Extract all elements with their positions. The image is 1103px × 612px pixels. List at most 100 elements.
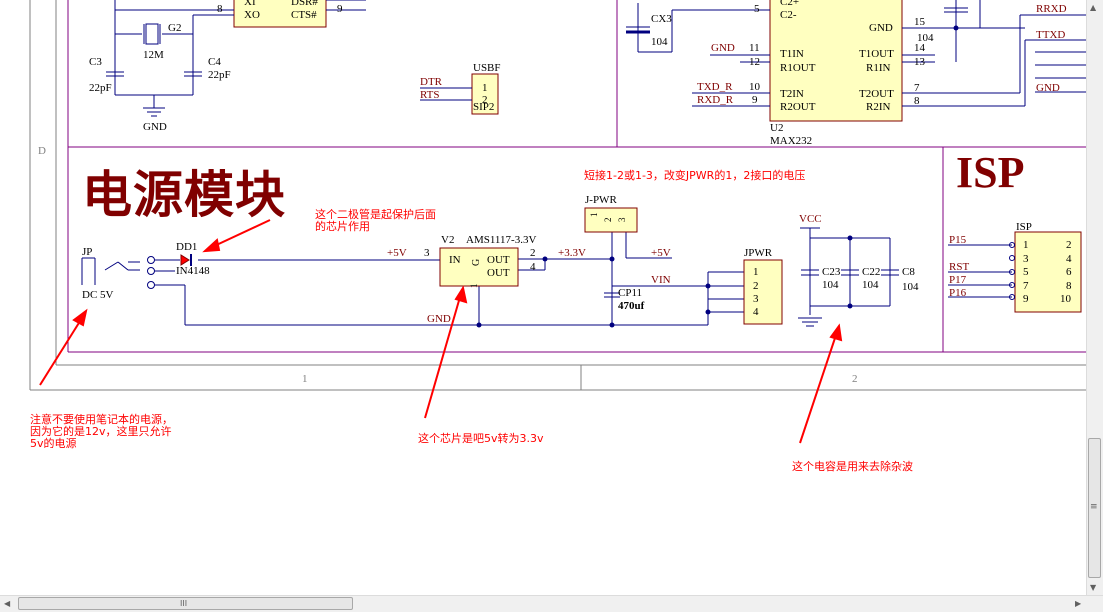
diode-note-line2: 的芯片作用 <box>315 220 370 233</box>
vertical-grip-icon: ≡ <box>1090 502 1098 512</box>
scroll-right-arrow-icon[interactable]: ▶ <box>1075 599 1082 608</box>
max-pin-15: 15 <box>914 16 925 28</box>
cap-c22-value: 104 <box>862 279 879 291</box>
annotation-arrows <box>39 219 843 444</box>
chip-note: 这个芯片是吧5v转为3.3v <box>418 432 544 445</box>
scroll-left-arrow-icon[interactable]: ◀ <box>4 599 11 608</box>
usb-header-type: SIP2 <box>473 101 495 113</box>
net-vcc: VCC <box>799 213 822 225</box>
reg-part: AMS1117-3.3V <box>466 234 537 246</box>
cap-c4-ref: C4 <box>208 56 221 68</box>
max-pin-gnd: GND <box>869 22 893 34</box>
pin-dsr: DSR# <box>291 0 318 8</box>
pin-num-9: 9 <box>337 3 343 15</box>
net-txd-r: TXD_R <box>697 81 733 93</box>
column-marker-1: 1 <box>302 373 308 385</box>
isp-pin-2: 2 <box>1066 239 1072 251</box>
diode-type: IN4148 <box>176 265 210 277</box>
isp-pin-6: 6 <box>1066 266 1072 278</box>
vertical-scroll-thumb[interactable] <box>1088 438 1101 578</box>
jumper-pin-2: 2 <box>603 217 613 223</box>
isp-connector <box>948 231 1082 313</box>
pin-cts: CTS# <box>291 9 317 21</box>
horizontal-scroll-thumb[interactable] <box>18 597 353 610</box>
max-pin-r2in: R2IN <box>866 101 891 113</box>
reg-pin-2: 2 <box>530 247 536 259</box>
max-pin-r2out: R2OUT <box>780 101 816 113</box>
cap-c4-value: 22pF <box>208 69 231 81</box>
usb-header-ref: USBF <box>473 62 501 74</box>
cap-c3-ref: C3 <box>89 56 102 68</box>
reg-pin-3: 3 <box>424 247 430 259</box>
jack-ref: JP <box>82 246 93 258</box>
power-components <box>180 207 783 325</box>
isp-pin-7: 7 <box>1023 280 1029 292</box>
isp-pin-1: 1 <box>1023 239 1029 251</box>
horizontal-grip-icon: III <box>180 599 188 608</box>
max-pin-10: 10 <box>749 81 760 93</box>
jumper-pin-1: 1 <box>589 212 599 218</box>
net-gnd-max: GND <box>711 42 735 54</box>
xtal-pin-xo: XO <box>244 9 260 21</box>
max-pin-8: 8 <box>914 95 920 107</box>
jumper-pin-3: 3 <box>617 217 627 223</box>
net-rst: RST <box>949 261 970 273</box>
reg-pin-1: 1 <box>469 283 479 289</box>
laptop-note-line1: 注意不要使用笔记本的电源， <box>30 413 173 426</box>
cap-c22-ref: C22 <box>862 266 881 278</box>
jpwr-pin-3: 3 <box>753 293 759 305</box>
net-rrxd: RRXD <box>1036 3 1067 15</box>
reg-pin-in: IN <box>449 254 461 266</box>
laptop-note-line2: 因为它的是12v，这里只允许 <box>30 425 172 438</box>
usb-pin-2: 2 <box>482 94 488 106</box>
zone-marker-d: D <box>38 145 46 157</box>
cap-c23-value: 104 <box>822 279 839 291</box>
scroll-up-arrow-icon[interactable]: ▲ <box>1090 3 1097 12</box>
max-pin-r1out: R1OUT <box>780 62 816 74</box>
laptop-note-line3: 5v的电源 <box>30 437 77 450</box>
max-pin-9: 9 <box>752 94 758 106</box>
reg-pin-gnd: G <box>471 258 482 266</box>
max-pin-14: 14 <box>914 42 925 54</box>
sheet-frame <box>29 0 1086 391</box>
net-3v3: +3.3V <box>558 247 586 259</box>
net-gnd-power: GND <box>427 313 451 325</box>
isp-pin-4: 4 <box>1066 253 1072 265</box>
max-pin-5: 5 <box>754 3 760 15</box>
jack-value: DC 5V <box>82 289 114 301</box>
net-rxd-r: RXD_R <box>697 94 734 106</box>
cap-cp11-ref: CP11 <box>618 287 643 299</box>
crystal-ref: G2 <box>168 22 182 34</box>
section-borders <box>67 0 1086 353</box>
jpwr-header-ref: JPWR <box>744 247 773 259</box>
cap-cp11-value: 470uf <box>618 300 645 312</box>
isp-pin-5: 5 <box>1023 266 1029 278</box>
reg-pin-out2: OUT <box>487 267 510 279</box>
net-gnd-right: GND <box>1036 82 1060 94</box>
column-marker-2: 2 <box>852 373 858 385</box>
cap-104-max: 104 <box>917 32 934 44</box>
scroll-down-arrow-icon[interactable]: ▼ <box>1090 583 1097 592</box>
jpwr-jumper-ref: J-PWR <box>585 194 617 206</box>
max-pin-t1in: T1IN <box>780 48 804 60</box>
reg-ref: V2 <box>441 234 455 246</box>
max-pin-12: 12 <box>749 56 760 68</box>
max-pin-t1out: T1OUT <box>859 48 894 60</box>
max-pin-c2m: C2- <box>780 9 797 21</box>
isp-pin-9: 9 <box>1023 293 1029 305</box>
max-pin-c2p: C2+ <box>780 0 800 8</box>
max-pin-13: 13 <box>914 56 925 68</box>
cap-cx3-ref: CX3 <box>651 13 672 25</box>
cap-c23-ref: C23 <box>822 266 841 278</box>
power-module-title: 电源模块 <box>82 166 286 224</box>
crystal-freq: 12M <box>143 49 164 61</box>
max-pin-t2in: T2IN <box>780 88 804 100</box>
max232-ref: U2 <box>770 122 784 134</box>
isp-pin-3: 3 <box>1023 253 1029 265</box>
jpwr-pin-2: 2 <box>753 280 759 292</box>
isp-pin-8: 8 <box>1066 280 1072 292</box>
isp-pin-10: 10 <box>1060 293 1071 305</box>
pin-num-8: 8 <box>217 3 223 15</box>
net-p16: P16 <box>949 287 967 299</box>
